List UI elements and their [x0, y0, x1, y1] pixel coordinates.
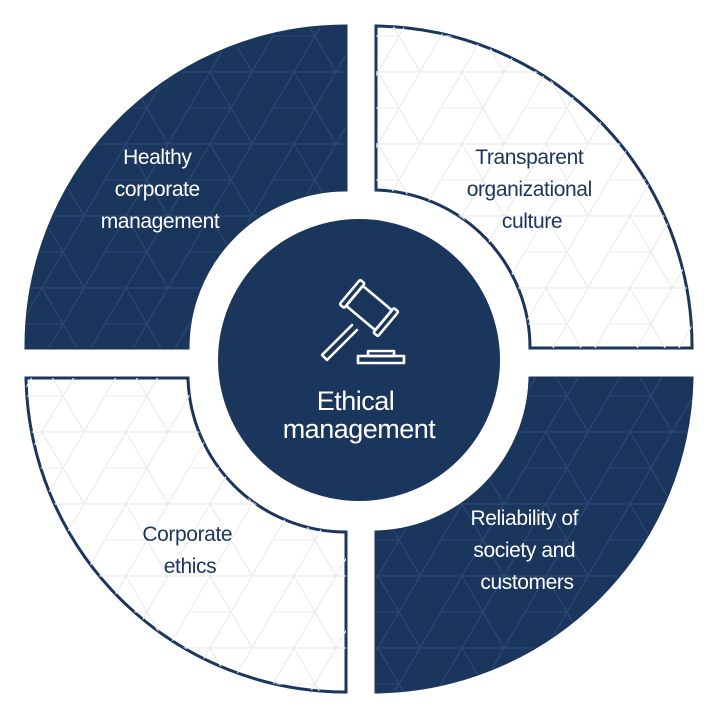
label-line: society and [473, 539, 575, 562]
center-title-line: Ethical [317, 386, 395, 416]
gavel-icon [320, 278, 406, 365]
center-title-line: management [283, 414, 437, 444]
quadrant-top-left [24, 24, 348, 350]
label-line: Transparent [475, 146, 584, 169]
quadrant-bottom-left [24, 376, 348, 694]
label-healthy-corporate-management: Healthy corporate management [101, 146, 220, 233]
label-line: Healthy [123, 146, 192, 169]
label-line: corporate [115, 178, 200, 201]
label-line: management [101, 210, 220, 233]
quadrant-top-right [374, 24, 694, 350]
label-line: Reliability of [470, 507, 578, 530]
label-line: customers [480, 571, 573, 594]
label-line: ethics [164, 555, 216, 578]
quadrant-bottom-right [374, 376, 694, 694]
center-title: Ethical management [283, 386, 437, 444]
label-transparent-organizational-culture: Transparent organizational culture [467, 146, 598, 233]
label-corporate-ethics: Corporate ethics [142, 523, 237, 578]
label-line: culture [502, 210, 562, 233]
label-line: Corporate [142, 523, 232, 546]
label-reliability-of-society-and-customers: Reliability of society and customers [470, 507, 583, 594]
label-line: organizational [467, 178, 592, 201]
